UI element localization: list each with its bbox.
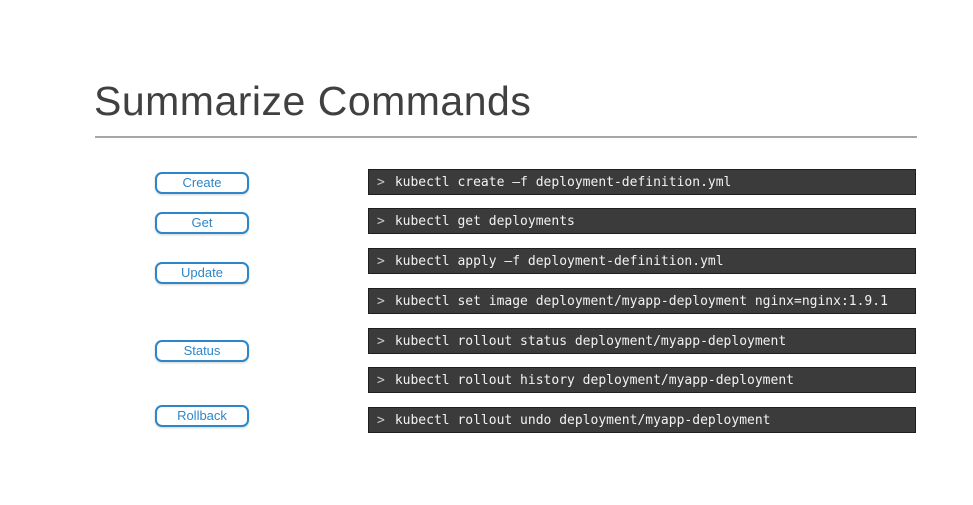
terminal-command-bar: > kubectl rollout undo deployment/myapp-…	[368, 407, 916, 433]
status-button[interactable]: Status	[155, 340, 249, 362]
terminal-prompt-icon: >	[377, 412, 385, 428]
command-text: kubectl rollout undo deployment/myapp-de…	[394, 412, 771, 428]
page-title: Summarize Commands	[94, 78, 532, 124]
terminal-prompt-icon: >	[377, 213, 385, 229]
terminal-command-bar: > kubectl create –f deployment-definitio…	[368, 169, 916, 195]
command-text: kubectl create –f deployment-definition.…	[394, 174, 732, 190]
command-text: kubectl set image deployment/myapp-deplo…	[394, 293, 888, 309]
terminal-command-bar: > kubectl apply –f deployment-definition…	[368, 248, 916, 274]
terminal-command-bar: > kubectl rollout history deployment/mya…	[368, 367, 916, 393]
terminal-prompt-icon: >	[377, 253, 385, 269]
terminal-prompt-icon: >	[377, 372, 385, 388]
command-text: kubectl rollout history deployment/myapp…	[394, 372, 794, 388]
terminal-prompt-icon: >	[377, 333, 385, 349]
command-text: kubectl rollout status deployment/myapp-…	[394, 333, 787, 349]
title-divider	[95, 136, 917, 138]
terminal-command-bar: > kubectl get deployments	[368, 208, 916, 234]
rollback-button[interactable]: Rollback	[155, 405, 249, 427]
terminal-command-bar: > kubectl rollout status deployment/myap…	[368, 328, 916, 354]
get-button[interactable]: Get	[155, 212, 249, 234]
terminal-prompt-icon: >	[377, 293, 385, 309]
create-button[interactable]: Create	[155, 172, 249, 194]
terminal-command-bar: > kubectl set image deployment/myapp-dep…	[368, 288, 916, 314]
command-text: kubectl get deployments	[394, 213, 575, 229]
terminal-prompt-icon: >	[377, 174, 385, 190]
update-button[interactable]: Update	[155, 262, 249, 284]
command-text: kubectl apply –f deployment-definition.y…	[394, 253, 724, 269]
